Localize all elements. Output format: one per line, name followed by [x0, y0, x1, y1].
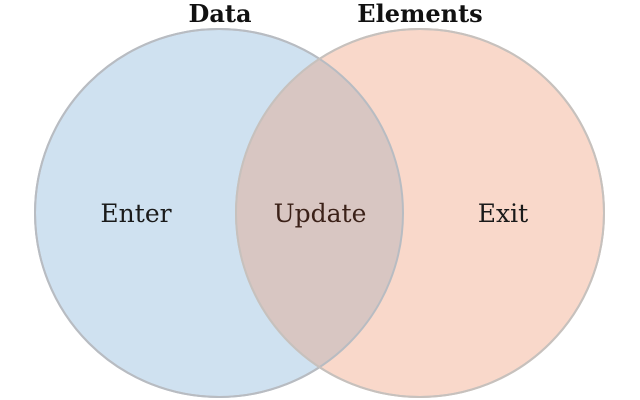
- intersection-region: [236, 29, 403, 397]
- enter-region-label: Enter: [100, 199, 171, 228]
- data-set-title: Data: [189, 0, 252, 28]
- exit-region-label: Exit: [478, 199, 528, 228]
- update-region-label: Update: [274, 199, 367, 228]
- elements-set-title: Elements: [357, 0, 482, 28]
- elements-set-outline: [235, 28, 605, 398]
- data-set-outline: [34, 28, 404, 398]
